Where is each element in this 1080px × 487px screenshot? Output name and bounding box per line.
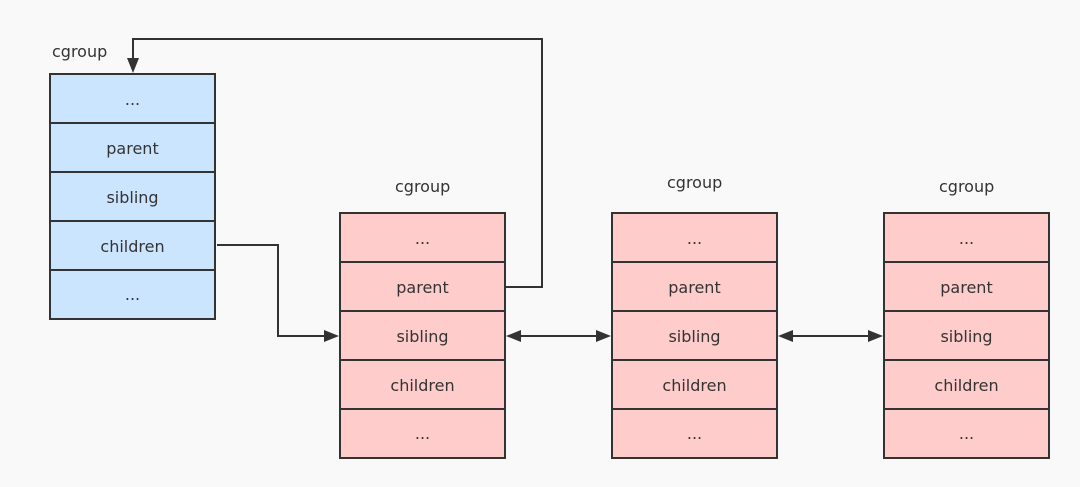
parent-field-parent: parent [51,124,214,173]
child-3-field-ellipsis-top: ... [885,214,1048,263]
child-2-field-children: children [613,361,776,410]
child-1-field-parent: parent [341,263,504,312]
sibling-link-2-3-right-arrowhead [868,330,883,342]
parent-cgroup-struct: ... parent sibling children ... [49,73,216,320]
child-3-cgroup-struct: ... parent sibling children ... [883,212,1050,459]
parent-field-children: children [51,222,214,271]
child-3-field-children: children [885,361,1048,410]
child-2-cgroup-struct: ... parent sibling children ... [611,212,778,459]
sibling-link-2-3-left-arrowhead [778,330,793,342]
child-2-cgroup-title: cgroup [667,173,723,192]
child-2-field-parent: parent [613,263,776,312]
child-3-cgroup-title: cgroup [939,177,995,196]
child-1-cgroup-title: cgroup [395,177,451,196]
parent-field-ellipsis-bottom: ... [124,285,141,304]
children-to-sibling-connector [217,244,326,337]
parent-backlink-arrowhead [127,58,139,73]
parent-field-sibling: sibling [51,173,214,222]
child-1-cgroup-struct: ... parent sibling children ... [339,212,506,459]
child-2-field-ellipsis-bottom: ... [686,424,703,443]
child-3-field-sibling: sibling [885,312,1048,361]
child-1-field-ellipsis-bottom: ... [414,424,431,443]
children-to-sibling-arrowhead [324,330,339,342]
child-1-field-ellipsis-top: ... [341,214,504,263]
child-3-field-parent: parent [885,263,1048,312]
parent-field-ellipsis-top: ... [51,75,214,124]
child-1-field-children: children [341,361,504,410]
child-2-field-sibling: sibling [613,312,776,361]
sibling-link-1-2-left-arrowhead [506,330,521,342]
child-3-field-ellipsis-bottom: ... [958,424,975,443]
parent-backlink-connector [132,38,543,288]
sibling-link-1-2-right-arrowhead [596,330,611,342]
child-1-field-sibling: sibling [341,312,504,361]
child-2-field-ellipsis-top: ... [613,214,776,263]
parent-cgroup-title: cgroup [52,42,108,61]
